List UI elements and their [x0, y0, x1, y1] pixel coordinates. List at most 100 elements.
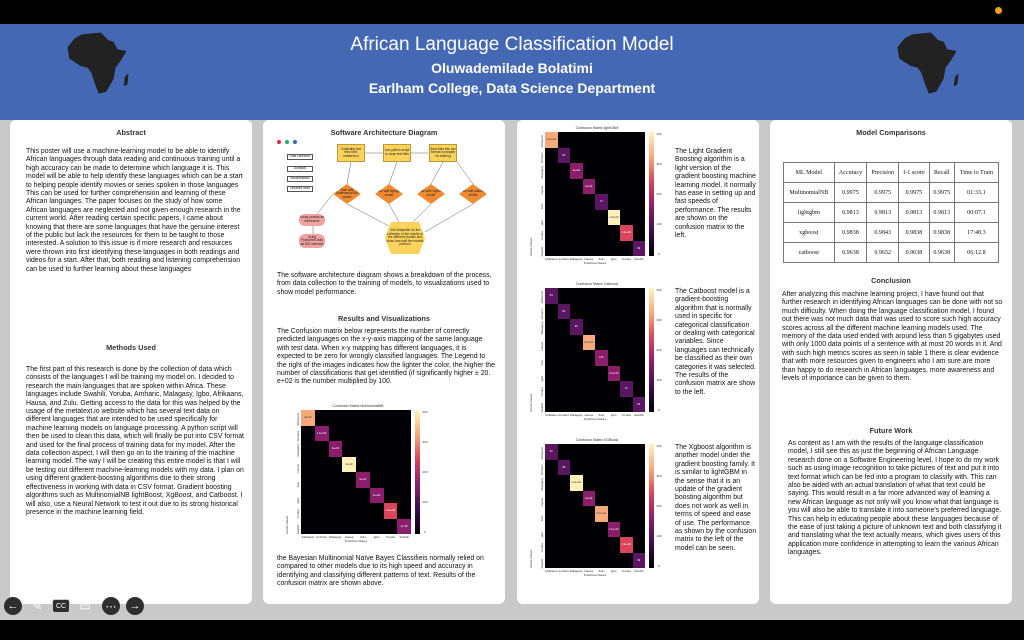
matrix-cell — [570, 132, 583, 148]
matrix-y-tick-label: Zulu — [540, 203, 544, 210]
matrix-cell — [570, 209, 583, 225]
matrix-cell — [607, 444, 620, 460]
matrix-cell — [301, 425, 315, 441]
colorbar-tick-label: 400 — [656, 444, 662, 448]
table-cell: 0.9975 — [833, 182, 868, 203]
matrix-diagonal-cell: 1.1e+02 — [314, 425, 329, 441]
matrix-cell — [632, 506, 645, 522]
matrix-y-tick-label: Zulu — [540, 359, 544, 366]
recording-indicator-icon — [995, 7, 1002, 14]
matrix-y-tick-label: Malagasy — [296, 443, 300, 457]
matrix-cell — [632, 147, 645, 163]
matrix-cell — [342, 472, 356, 488]
matrix-cell — [595, 444, 608, 460]
matrix-x-tick-label: Malagasy — [570, 569, 583, 573]
matrix-cell — [545, 552, 558, 568]
matrix-cell — [607, 225, 620, 241]
matrix-cell — [545, 303, 558, 319]
matrix-cell — [607, 334, 620, 350]
matrix-cell — [632, 490, 645, 506]
panel-abstract-methods: Abstract This poster will use a machine-… — [10, 120, 252, 604]
matrix-cell — [620, 475, 633, 491]
matrix-cell — [356, 487, 370, 503]
matrix-cell — [620, 396, 633, 412]
colorbar-tick-label: 300 — [656, 162, 662, 166]
colorbar-tick-label: 400 — [656, 288, 662, 292]
matrix-cell — [595, 225, 608, 241]
more-icon[interactable]: ⋯ — [102, 597, 120, 615]
matrix-cell — [383, 518, 398, 534]
table-cell: 0.9838 — [898, 222, 930, 243]
presentation-controls: ← ✎ CC ▭ ⋯ → — [0, 597, 160, 617]
matrix-y-axis-label: Actual Values — [529, 393, 533, 412]
camera-off-icon[interactable]: ▭ — [79, 599, 91, 613]
matrix-cell — [557, 209, 570, 225]
back-icon[interactable]: ← — [4, 597, 22, 615]
matrix-diagonal-cell: 100 — [595, 350, 608, 366]
matrix-cell — [582, 147, 595, 163]
matrix-cell — [356, 410, 370, 426]
captions-icon[interactable]: CC — [52, 599, 70, 613]
matrix-cell — [595, 490, 608, 506]
matrix-cell — [314, 456, 329, 472]
matrix-cell — [383, 472, 398, 488]
colorbar-tick-label: 400 — [422, 410, 428, 414]
matrix-cell — [632, 132, 645, 148]
matrix-cell — [328, 487, 343, 503]
colorbar-tick-label: 200 — [656, 192, 662, 196]
matrix-diagonal-cell: 4.4e+02 — [607, 209, 620, 225]
methods-text: The first part of this research is done … — [26, 366, 244, 516]
methods-heading: Methods Used — [106, 343, 156, 352]
matrix-x-tick-label: Malagasy — [570, 257, 583, 261]
table-cell: 01:33.1 — [953, 182, 1000, 203]
matrix-diagonal-cell: 1e+02 — [356, 472, 370, 488]
panel-architecture-results: Software Architecture Diagram Data colle… — [263, 120, 505, 604]
poster: African Language Classification Model Ol… — [0, 24, 1024, 620]
forward-icon[interactable]: → — [126, 597, 144, 615]
matrix-cell — [557, 552, 570, 568]
pen-icon[interactable]: ✎ — [31, 598, 43, 613]
matrix-cell — [632, 537, 645, 553]
matrix-cell — [595, 381, 608, 397]
matrix-cell — [314, 487, 329, 503]
matrix-cell — [632, 225, 645, 241]
matrix-diagonal-cell: 98 — [557, 459, 570, 475]
matrix-cell — [369, 425, 384, 441]
colorbar-tick-label: 0 — [658, 408, 660, 412]
matrix-cell — [557, 194, 570, 210]
matrix-x-tick-label: Afrikaans — [545, 257, 558, 261]
matrix-cell — [314, 410, 329, 426]
table-cell: 06:12.8 — [953, 242, 1000, 263]
matrix-cell — [545, 334, 558, 350]
matrix-cell — [383, 487, 398, 503]
matrix-cell — [620, 240, 633, 256]
matrix-y-tick-label: Yoruba — [296, 509, 300, 519]
poster-header: African Language Classification Model Ol… — [0, 24, 1024, 120]
matrix-cell — [545, 240, 558, 256]
matrix-cell — [570, 365, 583, 381]
matrix-cell — [328, 518, 343, 534]
matrix-cell — [632, 303, 645, 319]
matrix-cell — [557, 537, 570, 553]
matrix-cell — [557, 319, 570, 335]
matrix-cell — [595, 459, 608, 475]
matrix-cell — [607, 132, 620, 148]
matrix-cell — [620, 132, 633, 148]
xgboost-note: The Xgboost algorithm is another model u… — [675, 444, 757, 552]
matrix-cell — [369, 503, 384, 519]
matrix-cell — [301, 518, 315, 534]
matrix-cell — [557, 490, 570, 506]
matrix-cell — [632, 178, 645, 194]
matrix-diagonal-cell: 1.1e+02 — [607, 365, 620, 381]
matrix-cell — [632, 209, 645, 225]
matrix-cell — [570, 178, 583, 194]
matrix-diagonal-cell: 2.1e+02 — [595, 506, 608, 522]
matrix-y-tick-label: Afrikaans — [540, 446, 544, 460]
matrix-cell — [582, 240, 595, 256]
matrix-x-tick-label: Yoruba — [621, 257, 631, 261]
table-cell: 0.9813 — [898, 202, 930, 223]
matrix-diagonal-cell: 95 — [570, 319, 583, 335]
